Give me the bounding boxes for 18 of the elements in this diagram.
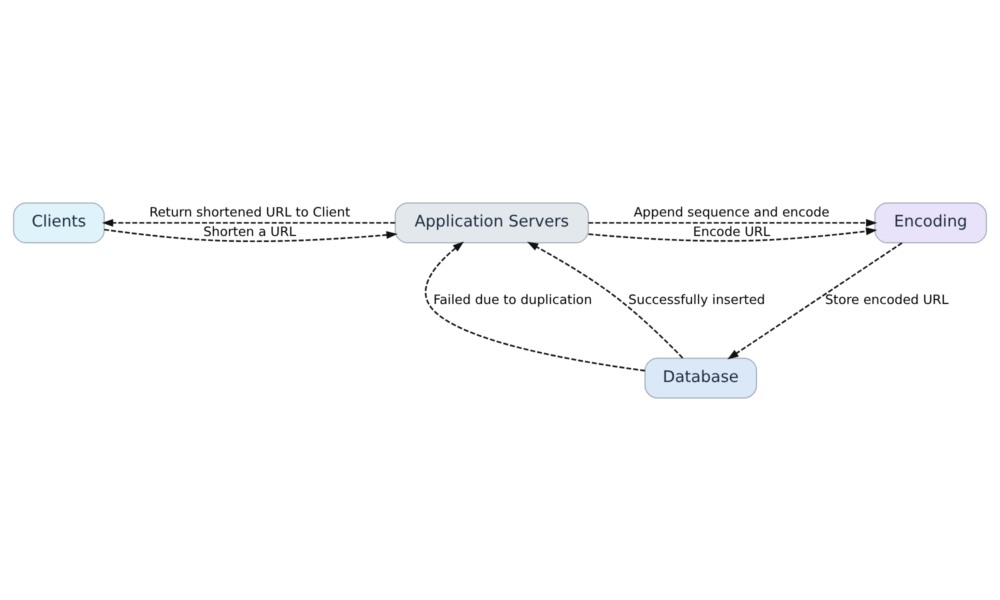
edge-label: Successfully inserted: [628, 292, 766, 308]
edge-label: Failed due to duplication: [433, 292, 592, 308]
node-box: Encoding: [874, 202, 987, 243]
node-box: Application Servers: [394, 202, 589, 243]
arrow: [102, 218, 396, 226]
edge-label: Return shortened URL to Client: [149, 204, 350, 220]
edge-label: Append sequence and encode: [634, 204, 830, 220]
arrow: [424, 241, 646, 371]
edge-label: Store encoded URL: [825, 292, 949, 308]
edge-label: Encode URL: [692, 224, 770, 240]
node-box: Clients: [13, 202, 105, 243]
arrow: [727, 242, 902, 359]
node-box: Database: [644, 357, 757, 398]
arrow: [588, 218, 878, 226]
arrow: [104, 228, 398, 242]
arrow: [588, 226, 878, 242]
arrow: [527, 241, 684, 358]
edge-label: Shorten a URL: [203, 224, 296, 240]
